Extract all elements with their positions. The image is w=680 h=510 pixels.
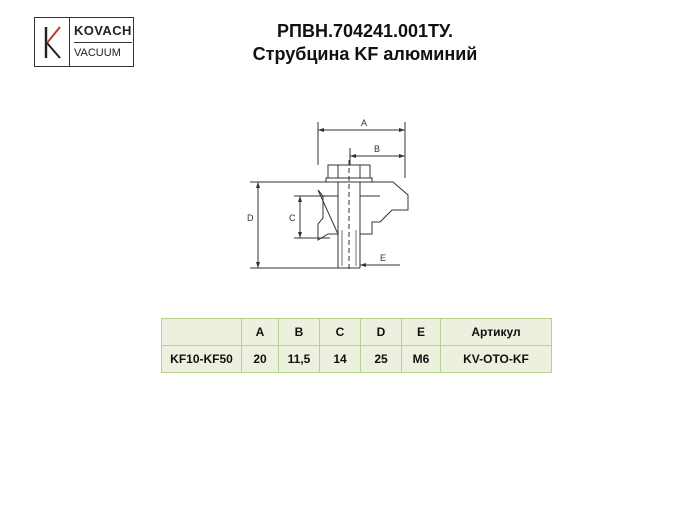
table-cell: M6 [401, 345, 441, 373]
logo-k-mark-icon [35, 18, 70, 66]
dim-label-d: D [247, 213, 254, 223]
table-header-cell: Артикул [440, 318, 552, 346]
clamp-technical-drawing: A B C D E [247, 118, 409, 272]
dim-label-c: C [289, 213, 296, 223]
table-cell: KF10-KF50 [161, 345, 242, 373]
table-header-cell: D [360, 318, 402, 346]
company-logo: KOVACH VACUUM [34, 17, 134, 67]
clamp-body [317, 181, 409, 241]
table-header-cell [161, 318, 242, 346]
table-cell: 20 [241, 345, 279, 373]
table-header-row: A B C D E Артикул [161, 318, 552, 346]
logo-brand-text: KOVACH [74, 23, 132, 39]
document-title: РПВН.704241.001ТУ. Струбцина KF алюминий [200, 20, 530, 66]
table-cell: 14 [319, 345, 361, 373]
table-header-cell: C [319, 318, 361, 346]
table-cell: 25 [360, 345, 402, 373]
dim-label-e: E [380, 253, 386, 263]
table-cell: 11,5 [278, 345, 320, 373]
dim-label-a: A [361, 118, 367, 128]
dim-label-b: B [374, 144, 380, 154]
table-header-cell: B [278, 318, 320, 346]
title-line-1: РПВН.704241.001ТУ. [277, 21, 453, 41]
logo-sub-text: VACUUM [74, 47, 121, 60]
table-row: KF10-KF50 20 11,5 14 25 M6 KV-OTO-KF [161, 345, 552, 373]
table-header-cell: A [241, 318, 279, 346]
table-cell: KV-OTO-KF [440, 345, 552, 373]
logo-divider [74, 42, 132, 44]
table-header-cell: E [401, 318, 441, 346]
title-line-2: Струбцина KF алюминий [252, 44, 478, 64]
dimensions-table: A B C D E Артикул KF10-KF50 20 11,5 14 2… [161, 318, 552, 373]
